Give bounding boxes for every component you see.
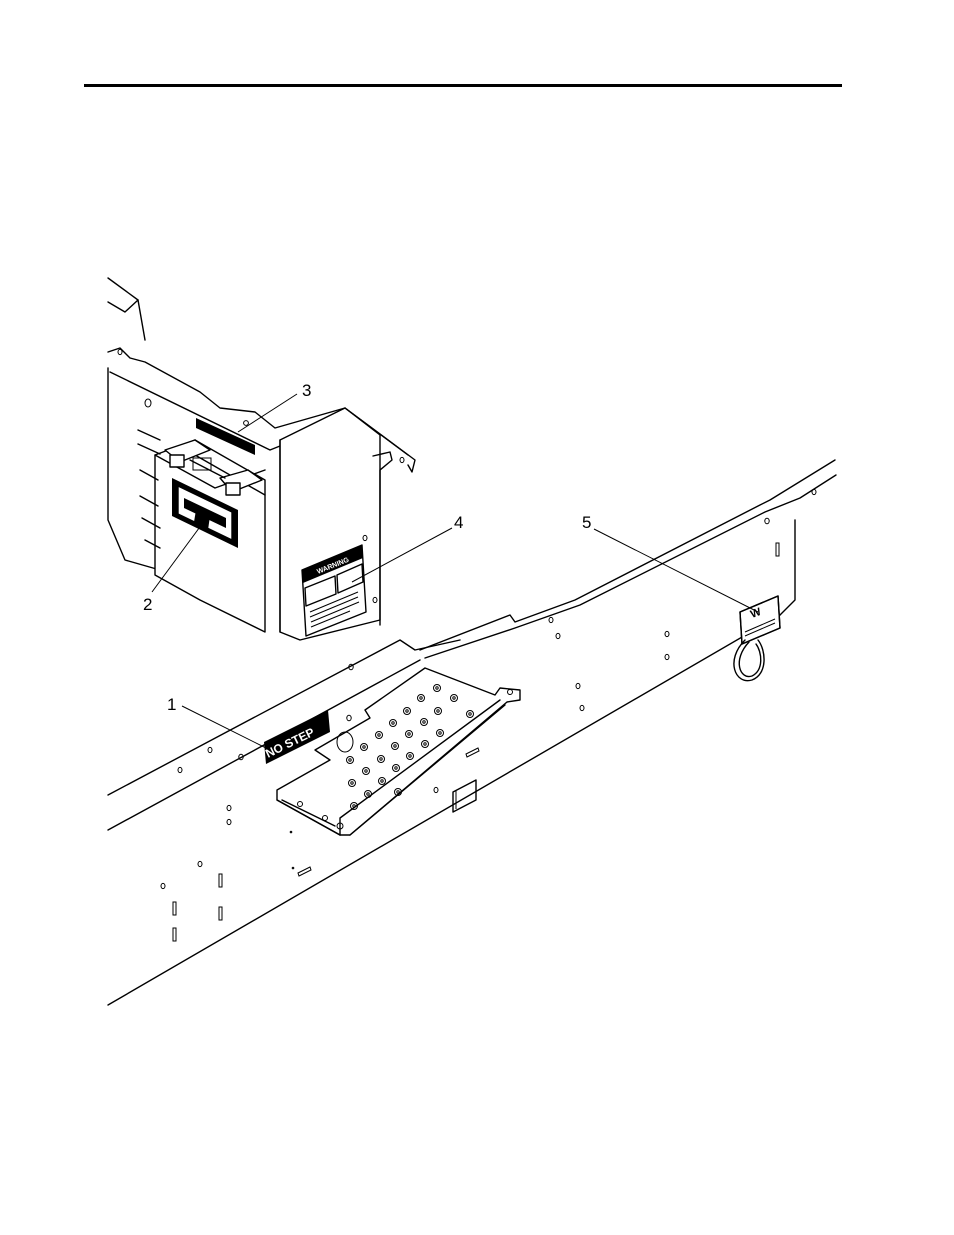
frame-slot [219,907,222,920]
frame-hole [549,617,553,622]
frame-hole [580,705,584,710]
frame-slot [466,748,479,757]
callout-1: 1 [167,695,266,748]
frame-hole [556,633,560,638]
callout-5: 5 [582,513,758,612]
frame-hole [198,861,202,866]
frame-hole [347,715,351,721]
frame-hole [576,683,580,688]
frame-slot [298,867,311,876]
frame-slot [776,543,779,556]
frame-hole [665,654,669,659]
step-plate [277,668,520,835]
frame-slot [173,928,176,941]
frame-hole [765,518,769,524]
frame-hole [161,883,165,888]
frame-hole [227,805,231,810]
frame-hole [665,631,669,636]
frame-hole [208,747,212,752]
callout-number-4: 4 [454,513,463,532]
cable-loop [734,640,764,681]
no-step-decal: NO STEP [263,710,330,764]
frame-hole [434,787,438,792]
frame-hole [178,767,182,772]
callout-number-3: 3 [302,381,311,400]
callout-number-1: 1 [167,695,176,714]
frame-hole [812,489,816,494]
callout-number-2: 2 [143,595,152,614]
callout-number-5: 5 [582,513,591,532]
control-housing [108,278,415,640]
frame-hole [227,819,231,824]
callout-3: 3 [238,381,311,432]
frame-slot [173,902,176,915]
frame-slot [219,874,222,887]
